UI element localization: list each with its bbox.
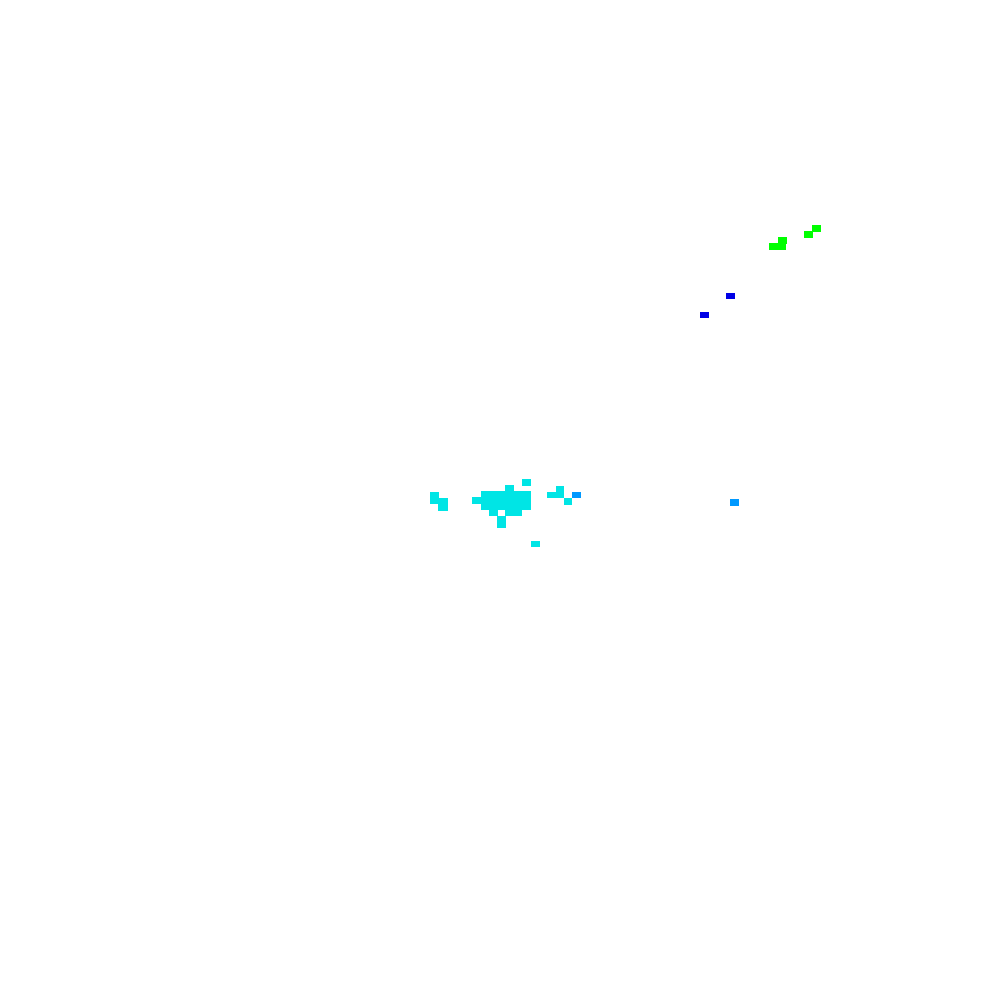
cyan-pixel	[505, 509, 522, 516]
cyan-pixel	[472, 497, 531, 504]
cyan-pixel	[497, 522, 506, 528]
cyan-pixel	[489, 509, 498, 516]
cyan-pixel	[481, 491, 531, 498]
cyan-pixel	[564, 498, 572, 505]
cyan-pixel	[430, 498, 448, 504]
light-blue-pixel	[572, 492, 581, 498]
blue-pixel	[700, 312, 709, 318]
green-pixel	[778, 237, 787, 244]
cyan-pixel	[547, 492, 564, 498]
green-pixel	[804, 231, 813, 238]
blue-cluster	[700, 293, 735, 318]
cyan-pixel	[522, 479, 531, 486]
green-pixel	[812, 225, 821, 232]
cyan-pixel	[481, 503, 531, 510]
green-cluster	[769, 225, 821, 250]
cyan-pixel	[556, 486, 564, 493]
blue-pixel	[726, 293, 735, 299]
cyan-pixel	[531, 541, 540, 547]
cyan-pixel	[497, 516, 506, 522]
cyan-pixel	[505, 485, 514, 492]
cyan-pixel	[438, 504, 448, 511]
green-pixel	[769, 243, 786, 250]
light-blue-cluster	[572, 492, 739, 506]
cyan-pixel	[430, 492, 439, 499]
cyan-cluster	[430, 479, 572, 547]
light-blue-pixel	[730, 499, 739, 506]
